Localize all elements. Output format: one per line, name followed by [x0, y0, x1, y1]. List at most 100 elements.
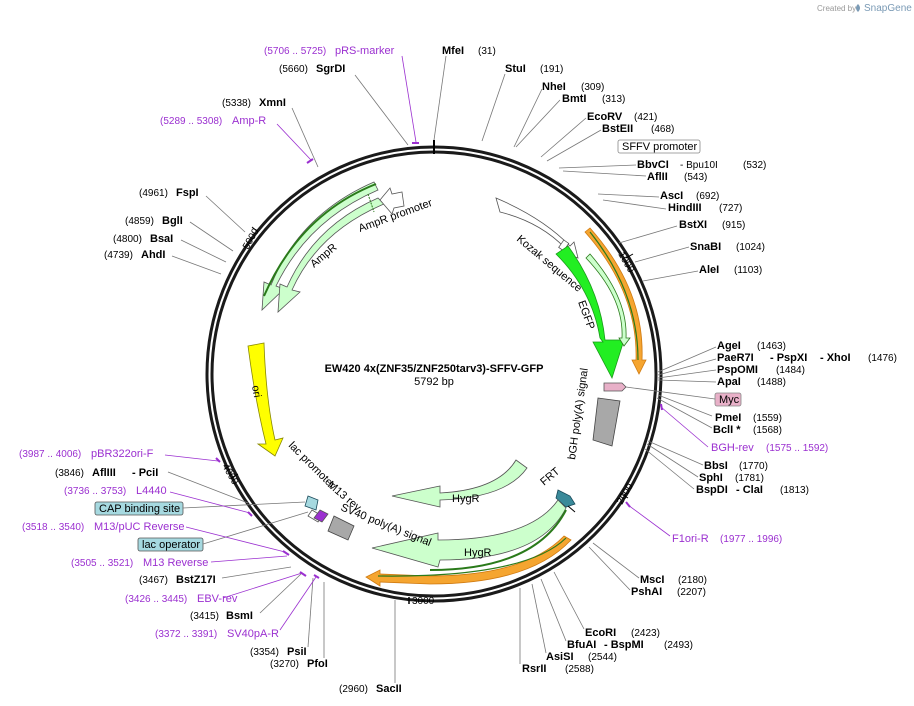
enzyme-apai: ApaI: [717, 376, 741, 388]
enzyme-bsai-pos: (4800): [113, 234, 142, 245]
enzyme-pmei: PmeI: [715, 412, 741, 424]
hygr-label-2: HygR: [464, 547, 492, 559]
enzyme-fspi: FspI: [176, 187, 199, 199]
enzyme-pfoi: PfoI: [307, 658, 328, 670]
enzyme-bstz17i-pos: (3467): [139, 575, 168, 586]
enzyme-pfoi-pos: (3270): [270, 659, 299, 670]
ampr-promoter-feature: [379, 187, 405, 215]
enzyme-xhoi-pos: (1476): [868, 353, 897, 364]
enzyme-bspdi: BspDI: [696, 484, 728, 496]
enzyme-xmni: XmnI: [259, 97, 286, 109]
sv40-polya-feature: [327, 515, 355, 541]
enzyme-fspi-pos: (4961): [139, 188, 168, 199]
m13-rev-mark: [313, 509, 329, 523]
sffv-label: SFFV promoter: [622, 141, 698, 153]
snapgene-logo-icon: [856, 4, 860, 12]
enzyme-xmni-pos: (5338): [222, 98, 251, 109]
enzyme-bspmi-pos: (2493): [664, 640, 693, 651]
enzyme-nhei: NheI: [542, 81, 566, 93]
egfp-feature: [555, 245, 625, 380]
primer-f1ori-r: F1ori-R: [672, 533, 709, 545]
enzyme-nhei-pos: (309): [581, 82, 604, 93]
enzyme-bcli-pos: (1568): [753, 425, 782, 436]
cap-label-box: [94, 501, 184, 516]
ampr-feature: [277, 197, 385, 313]
enzyme-bbvci-bpu10i: - Bpu10I: [680, 160, 718, 171]
primer-bgh-rev-range: (1575 .. 1592): [766, 443, 828, 454]
lac-promoter-label: lac promoter: [286, 440, 338, 492]
enzyme-aflii-pos: (543): [684, 172, 707, 183]
enzyme-msci-pos: (2180): [678, 575, 707, 586]
enzyme-bbsi: BbsI: [704, 460, 728, 472]
enzyme-bmti: BmtI: [562, 93, 586, 105]
primer-f1ori-r-range: (1977 .. 1996): [720, 534, 782, 545]
enzyme-bfuai: BfuAI: [567, 639, 596, 651]
enzyme-asci-pos: (692): [696, 191, 719, 202]
sffv-label-box: [617, 139, 701, 154]
enzyme-snabi-pos: (1024): [736, 242, 765, 253]
enzyme-ecori: EcoRI: [585, 627, 616, 639]
enzyme-ahdi: AhdI: [141, 249, 165, 261]
enzyme-sgrdi-pos: (5660): [279, 64, 308, 75]
enzyme-mfei-pos: (31): [478, 46, 496, 57]
ampr-feature-outer: [261, 181, 379, 312]
enzyme-bcli: BclI *: [713, 424, 741, 436]
enzyme-clai-pos: (1813): [780, 485, 809, 496]
enzyme-asisi-pos: (2544): [588, 652, 617, 663]
primer-prs-marker-range: (5706 .. 5725): [264, 46, 326, 57]
enzyme-alei: AleI: [699, 264, 719, 276]
hygr-label-1: HygR: [452, 493, 480, 505]
enzyme-agei: AgeI: [717, 340, 741, 352]
enzyme-agei-pos: (1463): [757, 341, 786, 352]
enzyme-ecorv-pos: (421): [634, 112, 657, 123]
primer-prs-marker: pRS-marker: [335, 45, 395, 57]
enzyme-bgli: BglI: [162, 215, 183, 227]
enzyme-bsmi: BsmI: [226, 610, 253, 622]
sffv-promoter-feature: [495, 197, 579, 259]
cap-label: CAP binding site: [99, 503, 180, 515]
enzyme-rsrii: RsrII: [522, 663, 546, 675]
primer-pbr322ori-f-range: (3987 .. 4006): [19, 449, 81, 460]
enzyme-sgrdi: SgrDI: [316, 63, 345, 75]
myc-tag-mark: [603, 382, 627, 392]
plasmid-size: 5792 bp: [414, 376, 454, 388]
enzyme-aflii: AflII: [647, 171, 668, 183]
enzyme-pshai-pos: (2207): [677, 587, 706, 598]
enzyme-bspmi: - BspMI: [604, 639, 644, 651]
enzyme-pmei-pos: (1559): [753, 413, 782, 424]
frt-label: FRT: [538, 465, 562, 488]
enzyme-stui-pos: (191): [540, 64, 563, 75]
enzyme-pspomi: PspOMI: [717, 364, 758, 376]
primer-sv40pa-r-range: (3372 .. 3391): [155, 629, 217, 640]
bgh-label: bGH poly(A) signal: [566, 367, 591, 460]
enzyme-psii: PsiI: [287, 646, 307, 658]
enzyme-bbsi-pos: (1770): [739, 461, 768, 472]
enzyme-ecorv: EcoRV: [587, 111, 623, 123]
enzyme-bgli-pos: (4859): [125, 216, 154, 227]
egfp-strand-feature: [585, 253, 631, 347]
lac-operator-mark: [304, 495, 319, 511]
enzyme-psii-pos: (3354): [250, 647, 279, 658]
enzyme-bbvci-pos: (532): [743, 160, 766, 171]
enzyme-sacii: SacII: [376, 683, 402, 695]
primer-l4440: L4440: [136, 485, 167, 497]
enzyme-mfei: MfeI: [442, 45, 464, 57]
enzyme-bmti-pos: (313): [602, 94, 625, 105]
enzyme-afliii: AflIII: [92, 467, 116, 479]
enzyme-asisi: AsiSI: [546, 651, 574, 663]
enzyme-pshai: PshAI: [631, 586, 662, 598]
enzyme-xhoi: - XhoI: [820, 352, 851, 364]
enzyme-bsai: BsaI: [150, 233, 173, 245]
hygr-feature-1: [391, 459, 528, 508]
lacop-label: lac operator: [142, 539, 200, 551]
enzyme-paer7i: PaeR7I: [717, 352, 754, 364]
enzyme-snabi: SnaBI: [690, 241, 721, 253]
myc-label: Myc: [719, 394, 740, 406]
enzyme-pcii: - PciI: [132, 467, 158, 479]
enzyme-stui: StuI: [505, 63, 526, 75]
enzyme-alei-pos: (1103): [734, 265, 762, 276]
ori-feature: [247, 342, 284, 457]
primer-amp-r: Amp-R: [232, 115, 266, 127]
